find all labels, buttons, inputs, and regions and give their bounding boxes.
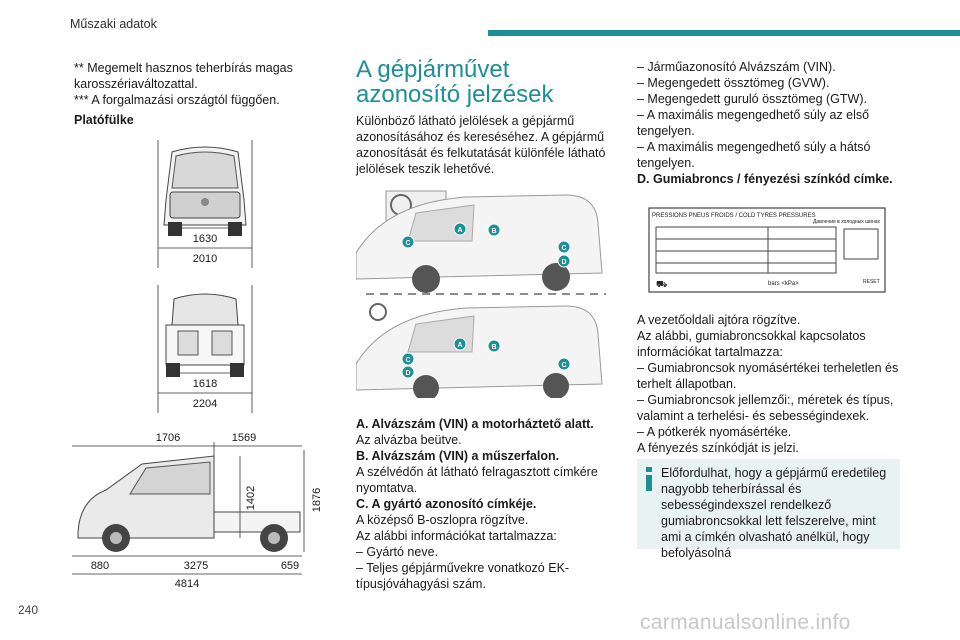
front-view-diagram: 1630 2010 [157, 140, 253, 268]
marker-a-2: A [453, 337, 467, 351]
section-title: Műszaki adatok [70, 17, 157, 31]
label-desc-6: A fényezés színkódját is jelzi. [637, 441, 799, 455]
diagram-separator [366, 293, 606, 295]
identification-intro: A gépjárművet azonosító jelzések Különbö… [356, 57, 606, 177]
marker-d-2: D [401, 365, 415, 379]
cab-length-dimension: 1706 [156, 432, 180, 444]
wheelbase-dimension: 3275 [184, 560, 208, 572]
label-header-ru: Давление в холодных шинах [813, 219, 880, 225]
label-item-2: – Megengedett össztömeg (GVW). [637, 76, 830, 90]
total-length-dimension: 4814 [175, 578, 199, 590]
tyre-pressure-label: PRESSIONS PNEUS FROIDS / COLD TYRES PRES… [648, 207, 886, 293]
svg-text:D: D [561, 259, 566, 266]
identification-list: A. Alvázszám (VIN) a motorháztető alatt.… [356, 416, 618, 592]
item-b-title: B. Alvázszám (VIN) a műszerfalon. [356, 449, 560, 463]
front-track-dimension: 1630 [193, 233, 217, 245]
label-item-4: – A maximális megengedhető súly az első … [637, 108, 870, 138]
rear-view-diagram: 1618 2204 [157, 285, 253, 413]
marker-c-2: C [557, 240, 571, 254]
marker-c-3: C [401, 352, 415, 366]
marker-c-4: C [557, 357, 571, 371]
svg-text:D: D [405, 370, 410, 377]
label-item-3: – Megengedett guruló össztömeg (GTW). [637, 92, 867, 106]
marker-c-1: C [401, 235, 415, 249]
label-desc-4: – Gumiabroncsok jellemzői:, méretek és t… [637, 393, 894, 423]
svg-text:B: B [491, 344, 496, 351]
header-accent-bar [488, 30, 960, 36]
label-reset: RESET [863, 279, 880, 285]
svg-text:A: A [457, 227, 462, 234]
info-note: Előfordulhat, hogy a gépjármű eredetileg… [637, 459, 900, 560]
marker-a-1: A [453, 222, 467, 236]
platform-length-dimension: 1569 [232, 432, 256, 444]
info-note-text: Előfordulhat, hogy a gépjármű eredetileg… [661, 466, 887, 560]
total-height-dimension: 1876 [311, 488, 323, 512]
item-c-text-2: Az alábbi információkat tartalmazza: [356, 529, 557, 543]
label-contents-list: – Járműazonosító Alvázszám (VIN). – Mege… [637, 59, 899, 187]
item-a-text: Az alvázba beütve. [356, 433, 462, 447]
identification-intro-text: Különböző látható jelölések a gépjármű a… [356, 114, 606, 176]
front-width-dimension: 2010 [193, 253, 217, 265]
side-view-diagram: 1706 1569 1402 1876 880 3275 659 4814 [72, 432, 323, 590]
item-b-text: A szélvédőn át látható felragasztott cím… [356, 465, 598, 495]
identification-title: A gépjárművet azonosító jelzések [356, 56, 554, 108]
marker-b-1: B [487, 223, 501, 237]
label-item-5: – A maximális megengedhető súly a hátsó … [637, 140, 871, 170]
van-location-diagram-1: A B C C D [356, 190, 603, 293]
marker-b-2: B [487, 339, 501, 353]
car-icon: ⛟ [656, 279, 667, 289]
rear-width-dimension: 2204 [193, 398, 217, 410]
svg-text:C: C [561, 362, 566, 369]
label-units: bars <kPa> [768, 281, 799, 287]
platform-cab-heading: Platófülke [74, 113, 134, 127]
item-c-title: C. A gyártó azonosító címkéje. [356, 497, 537, 511]
label-description: A vezetőoldali ajtóra rögzítve. Az alább… [637, 312, 899, 456]
van-location-diagram-2: A B C D C [356, 303, 603, 398]
label-desc-1: A vezetőoldali ajtóra rögzítve. [637, 313, 801, 327]
svg-text:A: A [457, 342, 462, 349]
label-desc-2: Az alábbi, gumiabroncsokkal kapcsolatos … [637, 329, 866, 359]
front-overhang-dimension: 880 [91, 560, 109, 572]
label-header: PRESSIONS PNEUS FROIDS / COLD TYRES PRES… [652, 213, 816, 219]
footnote-2: *** A forgalmazási országtól függően. [74, 93, 280, 107]
watermark: carmanualsonline.info [640, 611, 851, 634]
rear-overhang-dimension: 659 [281, 560, 299, 572]
svg-text:C: C [561, 245, 566, 252]
info-icon [646, 467, 652, 491]
item-c-list-1: – Gyártó neve. [356, 545, 438, 559]
label-desc-5: – A pótkerék nyomásértéke. [637, 425, 792, 439]
label-item-1: – Járműazonosító Alvázszám (VIN). [637, 60, 836, 74]
footnotes: ** Megemelt hasznos teherbírás magas kar… [74, 60, 314, 128]
rear-track-dimension: 1618 [193, 378, 217, 390]
page-number: 240 [18, 603, 39, 617]
item-c-text-1: A középső B-oszlopra rögzítve. [356, 513, 529, 527]
svg-text:C: C [405, 357, 410, 364]
label-desc-3: – Gumiabroncsok nyomásértékei terheletle… [637, 361, 899, 391]
marker-d-1: D [557, 254, 571, 268]
item-c-list-2: – Teljes gépjárművekre vonatkozó EK-típu… [356, 561, 570, 591]
item-a-title: A. Alvázszám (VIN) a motorháztető alatt. [356, 417, 594, 431]
svg-text:C: C [405, 240, 410, 247]
svg-text:B: B [491, 228, 496, 235]
footnote-1: ** Megemelt hasznos teherbírás magas kar… [74, 61, 293, 91]
item-d-title: D. Gumiabroncs / fényezési színkód címke… [637, 172, 893, 186]
cab-height-dimension: 1402 [245, 486, 257, 510]
